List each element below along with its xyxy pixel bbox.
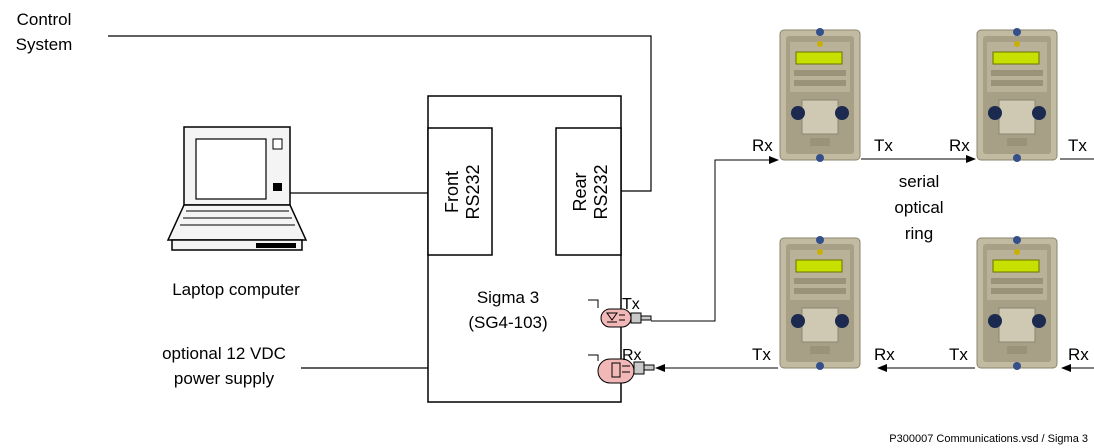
- laptop-icon: [168, 127, 306, 250]
- sigma-tx-label: Tx: [622, 296, 640, 313]
- ring-label-line3: ring: [905, 224, 933, 243]
- sigma-label-line1: Sigma 3: [477, 288, 539, 307]
- relay-bottom-left-tx-label: Tx: [752, 345, 771, 364]
- sigma-rx-label: Rx: [622, 347, 642, 364]
- rear-label-line2: RS232: [591, 164, 611, 219]
- relay-device-top-left: [780, 28, 860, 162]
- ring-label-line2: optical: [894, 198, 943, 217]
- relay-bottom-left-rx-label: Rx: [874, 345, 895, 364]
- relay-device-top-right: [977, 28, 1057, 162]
- control-system-label-line2: System: [16, 35, 73, 54]
- relay-bottom-right-rx-label: Rx: [1068, 345, 1089, 364]
- front-label-line1: Front: [442, 171, 462, 213]
- power-label-line2: power supply: [174, 369, 275, 388]
- sigma-label-line2: (SG4-103): [468, 313, 547, 332]
- power-label-line1: optional 12 VDC: [162, 344, 286, 363]
- relay-top-right-rx-label: Rx: [949, 136, 970, 155]
- front-label-line2: RS232: [463, 164, 483, 219]
- relay-top-left-rx-label: Rx: [752, 136, 773, 155]
- control-system-label-line1: Control: [17, 10, 72, 29]
- relay-top-left-tx-label: Tx: [874, 136, 893, 155]
- ring-label-line1: serial: [899, 172, 940, 191]
- relay-top-right-tx-label: Tx: [1068, 136, 1087, 155]
- laptop-label: Laptop computer: [172, 280, 300, 299]
- relay-device-bottom-left: [780, 236, 860, 370]
- relay-device-bottom-right: [977, 236, 1057, 370]
- rear-label-line1: Rear: [570, 172, 590, 211]
- footer-file-label: P300007 Communications.vsd / Sigma 3: [889, 433, 1088, 445]
- relay-bottom-right-tx-label: Tx: [949, 345, 968, 364]
- tx-to-relay-fiber: [651, 160, 778, 321]
